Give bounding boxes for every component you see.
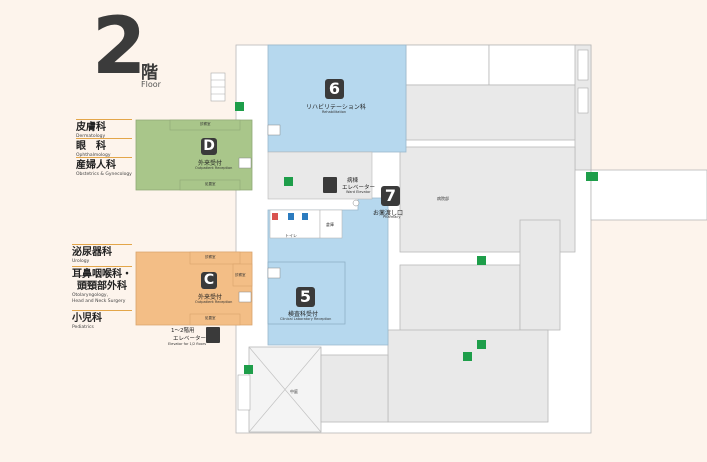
storage-label: 倉庫: [326, 222, 334, 227]
block-d-top-room: 診察室: [200, 122, 211, 126]
block-d-badge: D: [201, 138, 217, 155]
toilet-icon: [238, 124, 360, 303]
byoinbu-label: 病院部: [437, 196, 449, 201]
ward-elevator-en: Ward Elevator: [346, 190, 371, 194]
block-d-sub: Outpatient Reception: [195, 166, 233, 170]
lab-badge: 5: [296, 287, 315, 307]
block-c-badge: C: [201, 272, 217, 289]
stairs-top-left: [210, 72, 226, 102]
floor-kanji: 階: [141, 63, 158, 83]
zone-D: [135, 119, 253, 191]
elevator-12-en: Elevator for 1/2 floors: [168, 342, 207, 346]
dept-pediatrics: 小児科 Pediatrics: [72, 313, 102, 331]
floor-number: 2: [92, 2, 147, 92]
rehab-sub: Rehabilitation: [322, 110, 347, 114]
dept-divider: [72, 244, 132, 245]
dept-ent: 耳鼻咽喉科・ 頭頸部外科 Otolaryngology, Head and Ne…: [72, 269, 132, 305]
dept-divider: [76, 119, 132, 120]
room-grey-top-1: [405, 44, 490, 86]
dept-divider: [72, 266, 132, 267]
dept-divider: [76, 157, 132, 158]
room-bottom-mid: [320, 354, 389, 423]
dept-dermatology: 皮膚科 Dermatology: [76, 122, 106, 140]
dept-ophthalmology-en: Ophthalmology: [76, 153, 111, 158]
dept-ophthalmology: 眼 科 Ophthalmology: [76, 141, 111, 159]
pharmacy-label: お薬渡し口: [373, 210, 404, 217]
room-grey-bottom: [387, 329, 549, 423]
ward-elevator-jp: 病棟: [347, 178, 359, 184]
block-c-top-room: 診察室: [205, 255, 216, 259]
right-wing: [590, 169, 707, 221]
block-c-side-room: 診察室: [235, 273, 246, 277]
dept-ent-jp-2: 頭頸部外科: [77, 281, 127, 292]
block-c-bottom-room: 処置室: [205, 316, 216, 320]
lab-sub: Clinical Laboratory Reception: [280, 317, 332, 321]
rehab-badge: 6: [325, 79, 344, 99]
dept-urology-en: Urology: [72, 259, 90, 264]
dept-ent-en-2: Head and Neck Surgery: [72, 299, 126, 304]
dept-pediatrics-jp: 小児科: [72, 313, 102, 324]
storage-room: [319, 209, 343, 239]
elevator-12-jp: 1〜2階用: [171, 328, 195, 334]
dept-obgyn-en: Obstetrics & Gynecology: [76, 172, 132, 177]
room-grey-right-mid: [519, 219, 561, 331]
dept-ent-jp-1: 耳鼻咽喉科・: [72, 269, 132, 280]
stairs-bottom-left: [237, 374, 251, 411]
courtyard-label: 中庭: [290, 389, 298, 394]
dept-dermatology-en: Dermatology: [76, 134, 106, 139]
rehab-label: リハビリテーション科: [306, 104, 366, 111]
dept-urology-jp: 泌尿器科: [72, 247, 112, 258]
room-grey-mid: [405, 84, 582, 141]
dept-dermatology-jp: 皮膚科: [76, 122, 106, 133]
pharmacy-sub: Pharmacy: [383, 215, 401, 219]
dept-ent-en-1: Otolaryngology,: [72, 293, 108, 298]
wc-label: トイレ: [285, 233, 297, 238]
block-c-sub: Outpatient Reception: [195, 300, 233, 304]
ward-elevator-jp2: エレベーター: [342, 185, 376, 191]
dept-obgyn: 産婦人科 Obstetrics & Gynecology: [76, 160, 132, 178]
restroom-icons: [272, 213, 308, 220]
block-c-label: 外来受付: [198, 294, 223, 301]
stairs-top-right: [577, 49, 589, 114]
floor-label-en: Floor: [141, 80, 161, 89]
block-d-bottom-room: 処置室: [205, 182, 216, 186]
pharmacy-badge: 7: [381, 186, 400, 206]
dept-ophthalmology-jp: 眼 科: [76, 141, 106, 152]
dept-obgyn-jp: 産婦人科: [76, 160, 116, 171]
dept-divider: [72, 310, 132, 311]
block-d-label: 外来受付: [198, 160, 223, 167]
lab-label: 検査科受付: [288, 311, 319, 318]
elevator-12-jp2: エレベーター: [173, 336, 207, 342]
elevator-icon: [206, 177, 337, 343]
dept-urology: 泌尿器科 Urology: [72, 247, 112, 265]
dept-pediatrics-en: Pediatrics: [72, 325, 94, 330]
room-grey-top-2: [488, 44, 582, 86]
exit-sign: [235, 102, 598, 374]
dept-divider: [76, 138, 132, 139]
